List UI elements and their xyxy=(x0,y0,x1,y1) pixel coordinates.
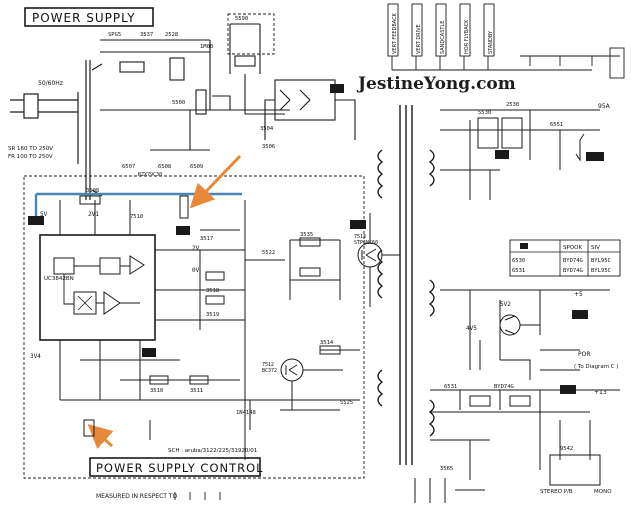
rail-plus5: +5 xyxy=(574,291,583,298)
sig-standby: STANDBY xyxy=(488,30,494,54)
ref-5500: 5500 xyxy=(172,100,185,106)
ref-5551: 6551 xyxy=(550,122,563,128)
sig-hor-flyback: HOR FLYBACK xyxy=(464,19,470,54)
secondary-lower xyxy=(414,389,620,503)
sig-vert-drive: VERT DRIVE xyxy=(416,24,422,54)
marker-box-5 xyxy=(560,385,576,394)
transistor-7512: 7512 xyxy=(262,362,274,368)
marker-box-1 xyxy=(330,84,344,93)
ref-1n4148: 1N4148 xyxy=(236,410,256,416)
volt-3v4: 3V4 xyxy=(30,353,41,360)
rail-95a: 95A xyxy=(598,103,611,110)
control-section-frame xyxy=(23,175,365,479)
dashed-5590-region xyxy=(227,13,275,55)
ref-3517: 3517 xyxy=(200,236,213,242)
ref-3535: 3535 xyxy=(300,232,313,238)
marker-box-7 xyxy=(176,226,190,235)
svg-text:BYL95C: BYL95C xyxy=(591,268,611,274)
secondary-upper xyxy=(440,109,600,200)
volt-2v1: 2V1 xyxy=(88,211,99,218)
ref-6509: 6509 xyxy=(190,164,203,170)
marker-box-2 xyxy=(495,150,509,159)
ref-3508: 3508 xyxy=(86,188,99,194)
ref-3511: 3511 xyxy=(190,388,203,394)
resistor-3510-highlighted xyxy=(83,419,95,437)
measured-note: MEASURED IN RESPECT TO xyxy=(96,493,178,500)
volt-2v: 2V xyxy=(192,245,200,252)
volt-5v: 5V xyxy=(40,211,48,218)
top-signal-headers: VERT FEEDBACK VERT DRIVE SANDCASTLE HOR … xyxy=(387,3,625,79)
svg-text:SIV: SIV xyxy=(591,245,600,251)
annotation-arrow-top xyxy=(189,154,242,209)
marker-box-3 xyxy=(586,152,604,161)
marker-box-9 xyxy=(350,220,366,229)
mains-frequency: 50/60Hz xyxy=(38,80,63,87)
uc3842-ic xyxy=(39,234,156,341)
ref-5v6: 9542 xyxy=(560,446,573,452)
svg-text:SPOOK: SPOOK xyxy=(563,245,582,251)
ref-7510: 7510 xyxy=(130,214,143,220)
ref-3537: 3537 xyxy=(140,32,153,38)
ref-3510: 3510 xyxy=(150,388,163,394)
ic-name: UC3842BN xyxy=(44,276,74,282)
marker-box-4 xyxy=(572,310,588,319)
primary-bus xyxy=(100,23,290,151)
svg-text:BYD74G: BYD74G xyxy=(563,258,583,264)
transformer xyxy=(377,105,435,465)
ref-5525: 5525 xyxy=(340,400,353,406)
watermark: JestineYong.com xyxy=(356,74,516,94)
svg-text:BYD74G: BYD74G xyxy=(563,268,583,274)
sig-sandcastle: SANDCASTLE xyxy=(440,21,446,54)
ref-9542: 3565 xyxy=(440,466,453,472)
bridge-rectifier xyxy=(264,79,356,140)
svg-text:BYL95C: BYL95C xyxy=(591,258,611,264)
ref-6508: 6508 xyxy=(158,164,171,170)
ref-5522: 5522 xyxy=(262,250,275,256)
power-supply-title: POWER SUPPLY xyxy=(24,7,154,27)
sch-reference: SCH : aruba/3122/225/31920/01 xyxy=(168,448,257,454)
svg-text:6530: 6530 xyxy=(512,258,525,264)
ref-3519: 3519 xyxy=(206,312,219,318)
control-wiring xyxy=(59,195,400,460)
marker-box-6 xyxy=(28,216,44,225)
mains-range-2: FR 100 TO 250V xyxy=(8,154,53,160)
transistor-7513-part: STP6NC60 xyxy=(354,240,378,246)
mono-label: MONO xyxy=(594,489,612,495)
por-label: POR xyxy=(578,351,591,358)
rail-plus13: +13 xyxy=(594,389,607,396)
ref-spg5: SPG5 xyxy=(108,32,121,38)
sig-vert-feedback: VERT FEEDBACK xyxy=(392,12,398,54)
ref-6507: 6507 xyxy=(122,164,135,170)
ref-3514: 3514 xyxy=(320,340,334,346)
mains-range-1: SR 160 TO 250V xyxy=(8,146,53,152)
ref-1m00: 1M00 xyxy=(200,44,213,50)
volt-4v5: 4V5 xyxy=(466,325,477,332)
transistor-7513: 7513 xyxy=(354,234,366,240)
ref-2528: 2528 xyxy=(165,32,178,38)
marker-box-8 xyxy=(142,348,156,357)
ref-5530: 5530 xyxy=(478,110,491,116)
power-supply-control-title: POWER SUPPLY CONTROL xyxy=(89,457,264,477)
ref-bzx79c30: BZX79C30 xyxy=(138,172,162,178)
ref-3518: 3518 xyxy=(206,288,219,294)
svg-text:POWER SUPPLY CONTROL: POWER SUPPLY CONTROL xyxy=(96,461,264,475)
volt-0v: 0V xyxy=(192,267,200,274)
volt-5v2: 5V2 xyxy=(500,301,511,308)
ref-5590: 5590 xyxy=(235,16,248,22)
svg-text:POWER SUPPLY: POWER SUPPLY xyxy=(32,11,136,25)
secondary-middle xyxy=(440,289,610,380)
ground-symbols xyxy=(174,492,221,500)
transistor-7512-part: BC372 xyxy=(262,368,277,374)
ref-byd74g: BYD74G xyxy=(494,384,514,390)
ref-3504: 3504 xyxy=(260,126,274,132)
to-diagram-label: ( To Diagram C ) xyxy=(574,364,619,370)
ref-5540: 6531 xyxy=(444,384,457,390)
component-table: SPOOK SIV 6530 BYD74G BYL95C 6531 BYD74G… xyxy=(509,239,621,277)
stereo-label: STEREO P/B xyxy=(540,489,573,495)
svg-text:6531: 6531 xyxy=(512,268,525,274)
annotation-arrow-bottom xyxy=(87,423,114,449)
ref-2530: 2530 xyxy=(506,102,519,108)
ref-3506: 3506 xyxy=(262,144,275,150)
